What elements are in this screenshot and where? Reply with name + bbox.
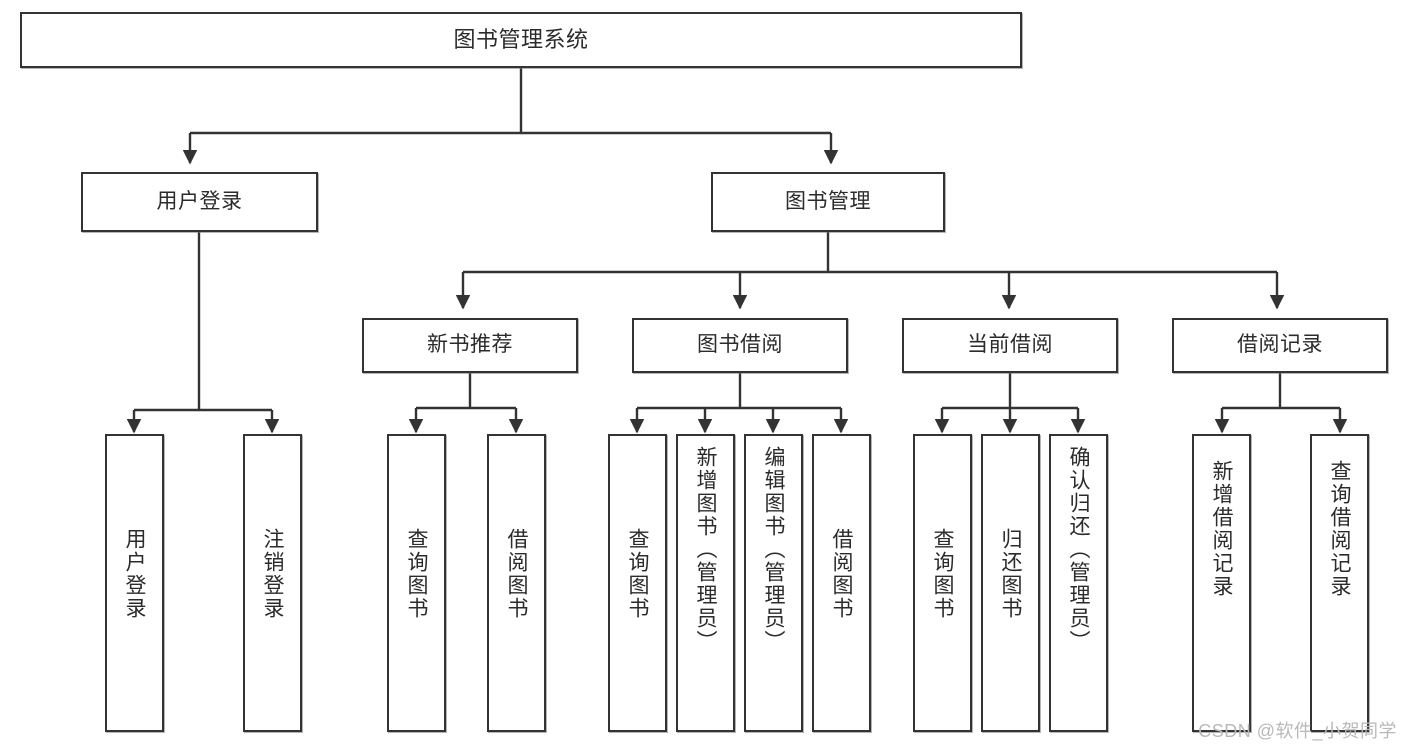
node-current-borrow[interactable]: 当前借阅 bbox=[902, 318, 1118, 373]
node-leaf-borrow-book-2[interactable]: 借阅图书 bbox=[812, 434, 871, 732]
node-label: 用户登录 bbox=[123, 528, 146, 620]
node-leaf-add-book[interactable]: 新增图书（管理员） bbox=[676, 434, 735, 732]
node-leaf-logout[interactable]: 注销登录 bbox=[243, 434, 302, 732]
node-label: 注销登录 bbox=[261, 528, 284, 620]
node-label: 当前借阅 bbox=[967, 333, 1053, 357]
node-leaf-add-borrow-record[interactable]: 新增借阅记录 bbox=[1192, 434, 1251, 732]
node-label: 查询图书 bbox=[931, 528, 954, 620]
node-label: 借阅记录 bbox=[1237, 333, 1323, 357]
node-leaf-query-borrow-record[interactable]: 查询借阅记录 bbox=[1310, 434, 1369, 732]
node-book-borrow[interactable]: 图书借阅 bbox=[632, 318, 848, 373]
node-label: 查询图书 bbox=[405, 528, 428, 620]
node-label: 图书借阅 bbox=[697, 333, 783, 357]
node-leaf-edit-book[interactable]: 编辑图书（管理员） bbox=[744, 434, 803, 732]
node-label: 借阅图书 bbox=[505, 528, 528, 620]
node-book-management[interactable]: 图书管理 bbox=[711, 172, 945, 232]
node-label: 图书管理系统 bbox=[453, 27, 589, 53]
node-leaf-query-book-3[interactable]: 查询图书 bbox=[913, 434, 972, 732]
watermark: CSDN @软件_小贺同学 bbox=[1198, 721, 1397, 741]
node-label: 查询图书 bbox=[626, 528, 649, 620]
node-label: 借阅图书 bbox=[830, 528, 853, 620]
node-new-book-recommendation[interactable]: 新书推荐 bbox=[362, 318, 578, 373]
node-label: 新增图书（管理员） bbox=[694, 446, 717, 653]
node-borrow-record[interactable]: 借阅记录 bbox=[1172, 318, 1388, 373]
node-leaf-query-book-1[interactable]: 查询图书 bbox=[387, 434, 446, 732]
node-label: 图书管理 bbox=[785, 189, 871, 213]
node-leaf-return-book[interactable]: 归还图书 bbox=[981, 434, 1040, 732]
node-leaf-query-book-2[interactable]: 查询图书 bbox=[608, 434, 667, 732]
node-label: 新书推荐 bbox=[427, 333, 513, 357]
node-leaf-borrow-book-1[interactable]: 借阅图书 bbox=[487, 434, 546, 732]
node-label: 新增借阅记录 bbox=[1210, 460, 1233, 598]
node-label: 编辑图书（管理员） bbox=[762, 446, 785, 653]
node-leaf-user-login[interactable]: 用户登录 bbox=[105, 434, 164, 732]
node-label: 用户登录 bbox=[156, 189, 243, 213]
node-label: 查询借阅记录 bbox=[1328, 460, 1351, 598]
node-label: 确认归还（管理员） bbox=[1067, 446, 1090, 653]
node-leaf-confirm-return[interactable]: 确认归还（管理员） bbox=[1049, 434, 1108, 732]
node-label: 归还图书 bbox=[999, 528, 1022, 620]
node-root-book-management-system[interactable]: 图书管理系统 bbox=[20, 12, 1022, 68]
node-user-login[interactable]: 用户登录 bbox=[81, 172, 318, 232]
